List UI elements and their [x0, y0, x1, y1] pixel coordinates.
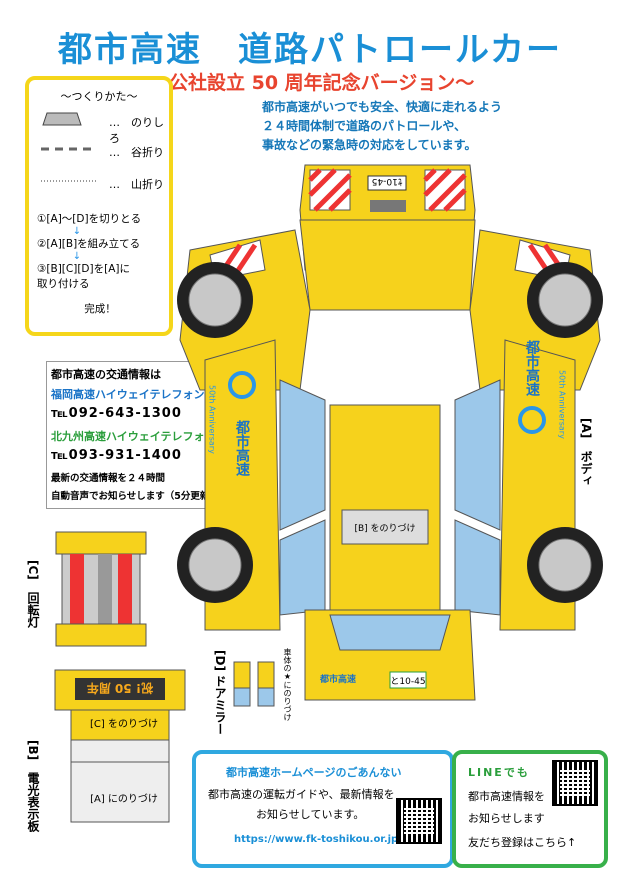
sign-board-label: [B] 電光表示板	[26, 740, 40, 833]
info-heading: 都市高速の交通情報は	[51, 368, 161, 381]
homepage-qr-code[interactable]	[396, 798, 442, 844]
grille	[370, 200, 406, 212]
right-anniv-text: 50th Anniversary	[558, 370, 567, 439]
legend-mountain: … 山折り	[39, 174, 164, 194]
page-title: 都市高速 道路パトロールカー	[58, 30, 562, 70]
line-box: LINEでも 都市高速情報を お知らせします 友だち登録はこちら↑	[452, 750, 608, 868]
roof-glue-label: [B] をのりづけ	[354, 523, 415, 534]
rear-plate-text: と10-45	[390, 676, 425, 687]
door-mirror-label: [D] ドアミラー	[213, 650, 227, 736]
intro-line: 都市高速がいつでも安全、快適に走れるよう	[262, 100, 503, 114]
left-brand-text: 都市高速	[234, 420, 251, 477]
mountain-fold-icon	[41, 180, 97, 182]
hood	[299, 219, 476, 311]
right-front-window	[454, 379, 501, 531]
right-brand-text: 都市高速	[524, 340, 541, 397]
front-plate	[367, 175, 407, 191]
car-body-papercraft: ｾ10-45 [B] をのりづけ 都市高速 50th Anniversary 都…	[177, 164, 603, 701]
front-right-wheel	[527, 262, 603, 338]
homepage-title: 都市高速ホームページのごあんない	[226, 766, 402, 779]
line-text: 友だち登録はこちら↑	[468, 836, 577, 849]
intro-text: 都市高速がいつでも安全、快適に走れるよう ２４時間体制で道路のパトロールや、 事…	[262, 98, 562, 155]
step-3: ③[B][C][D]を[A]に	[37, 263, 130, 275]
left-rear-window	[279, 519, 326, 616]
homepage-box: 都市高速ホームページのごあんない 都市高速の運転ガイドや、最新情報を お知らせし…	[192, 750, 454, 868]
arrow-icon: ↓	[72, 226, 82, 237]
arrow-icon: ↓	[72, 251, 82, 262]
left-logo-icon	[228, 371, 256, 399]
legend-glue: … のりしろ	[39, 112, 164, 145]
sign-board-part	[54, 669, 186, 823]
rear-plate	[389, 671, 427, 689]
rear-window	[329, 614, 451, 651]
roof	[329, 404, 441, 611]
front-left-wheel	[177, 262, 253, 338]
sign-board-text: 祝! 50 周年	[86, 681, 154, 695]
right-logo-icon	[518, 406, 546, 434]
body-part-label: [A] ボディ	[579, 418, 593, 487]
right-rear-window	[454, 519, 501, 616]
homepage-line: 都市高速の運転ガイドや、最新情報を	[208, 788, 395, 801]
glue-tab-icon	[42, 112, 82, 126]
valley-fold-icon	[41, 147, 97, 151]
intro-line: 事故などの緊急時の対応をしています。	[262, 138, 477, 152]
fukuoka-phone-number: ℡092-643-1300	[51, 406, 182, 421]
legend-label: … 山折り	[109, 178, 164, 191]
legend-label: … 谷折り	[109, 146, 164, 159]
rear-right-wheel	[527, 527, 603, 603]
legend-label: … のりしろ	[109, 116, 164, 145]
sign-c-glue-label: [C] をのりづけ	[90, 719, 158, 730]
homepage-line: お知らせしています。	[256, 808, 365, 821]
line-text: お知らせします	[468, 812, 545, 825]
page-subtitle: ～公社設立 50 周年記念バージョン～	[150, 72, 475, 94]
door-mirror-part	[233, 661, 275, 707]
info-note: 自動音声でお知らせします（5分更新）	[51, 491, 219, 502]
howto-steps: ①[A]～[D]を切りとる ↓ ②[A][B]を組み立てる ↓ ③[B][C][…	[37, 212, 163, 317]
howto-title: ～つくりかた～	[60, 90, 138, 103]
step-2: ②[A][B]を組み立てる	[37, 238, 141, 250]
warning-stripes-front	[308, 168, 467, 212]
traffic-info-panel: 都市高速の交通情報は 福岡高速ハイウェイテレフォン ℡092-643-1300 …	[46, 361, 228, 509]
mirror-glue-label: 車体の★にのりづけ	[283, 648, 292, 721]
step-3-cont: 取り付ける	[37, 278, 90, 290]
kitakyushu-phone-name: 北九州高速ハイウェイテレフォン	[51, 430, 216, 443]
rotating-light-part	[55, 531, 147, 647]
left-anniv-text: 50th Anniversary	[208, 385, 217, 454]
info-note: 最新の交通情報を２４時間	[51, 473, 166, 484]
rear-brand-text: 都市高速	[319, 673, 356, 685]
homepage-link[interactable]: https://www.fk-toshikou.or.jp	[234, 834, 399, 845]
legend-valley: … 谷折り	[39, 142, 164, 162]
roof-glue-area	[341, 509, 429, 545]
line-qr-code[interactable]	[552, 760, 598, 806]
rear-left-wheel	[177, 527, 253, 603]
done-text: 完成！	[84, 303, 116, 315]
rotating-light-label: [C] 回転灯	[26, 560, 40, 628]
line-text: 都市高速情報を	[468, 790, 545, 803]
front-plate-text: ｾ10-45	[372, 176, 403, 187]
kitakyushu-phone-number: ℡093-931-1400	[51, 448, 182, 463]
intro-line: ２４時間体制で道路のパトロールや、	[262, 119, 467, 133]
left-front-window	[279, 379, 326, 531]
step-1: ①[A]～[D]を切りとる	[37, 213, 142, 225]
fukuoka-phone-name: 福岡高速ハイウェイテレフォン	[51, 388, 205, 401]
howto-box: ～つくりかた～ … のりしろ … 谷折り … 山折り ①[A]～[D]を切りとる…	[25, 76, 173, 336]
sign-a-glue-label: [A] にのりづけ	[90, 794, 158, 805]
line-text: LINEでも	[468, 766, 530, 779]
